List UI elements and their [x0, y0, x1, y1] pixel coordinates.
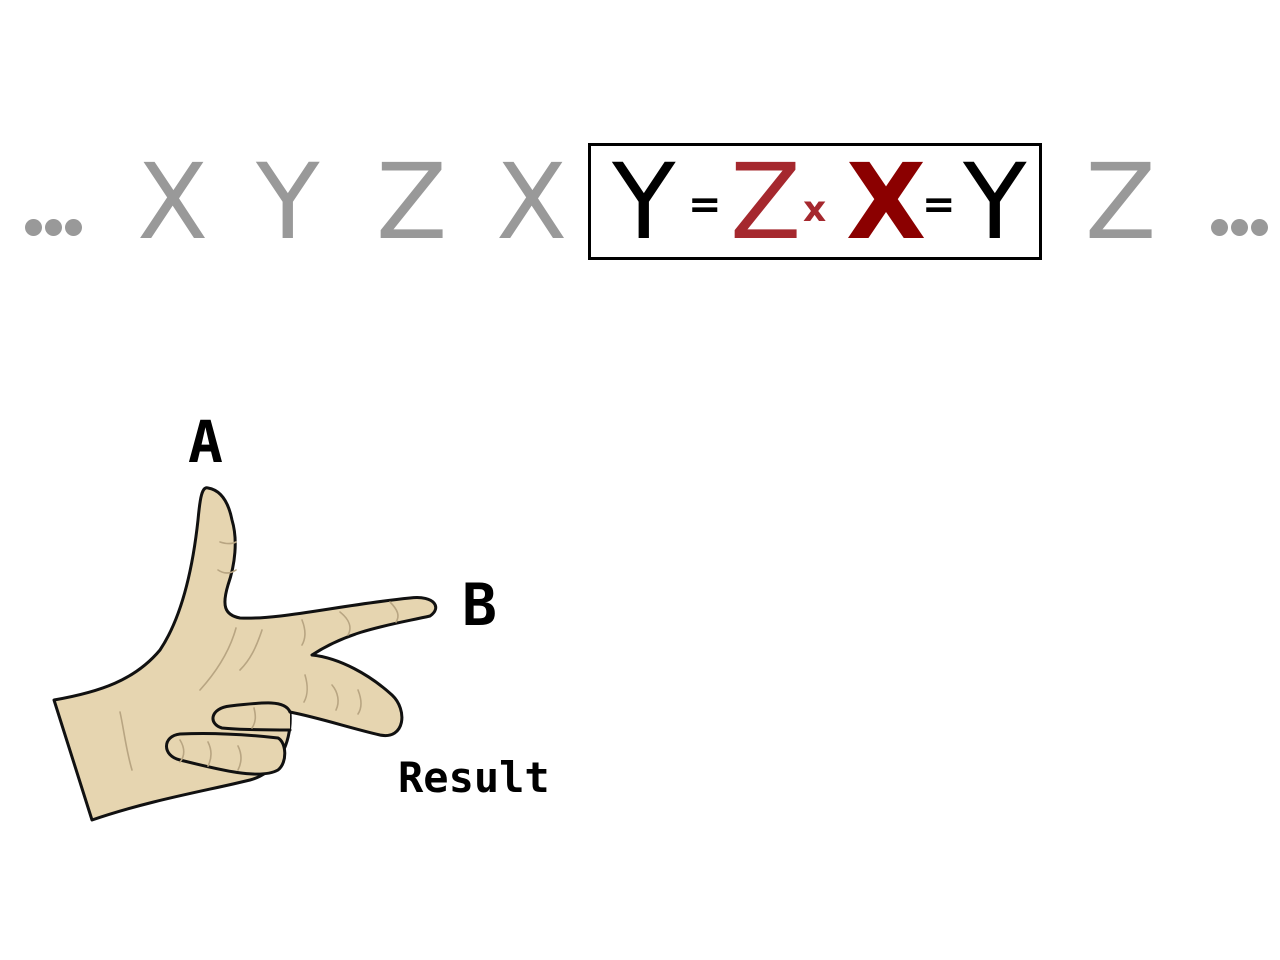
sequence-letter: Z — [376, 141, 448, 263]
sequence-letter: X — [496, 141, 568, 263]
formula-box — [588, 143, 1042, 260]
sequence-letter: Y — [256, 141, 320, 263]
left-ellipsis — [25, 219, 82, 236]
label-result: Result — [398, 753, 550, 802]
right-ellipsis — [1211, 219, 1268, 236]
sequence-letter: Z — [1085, 141, 1157, 263]
formula-operand-b: X — [846, 141, 927, 263]
formula-result-left: Y — [612, 141, 676, 263]
formula-equals-1: = — [688, 182, 722, 228]
sequence-letter: X — [137, 141, 209, 263]
hand-illustration — [52, 486, 438, 822]
formula-equals-2: = — [922, 182, 956, 228]
formula-result-right: Y — [963, 141, 1027, 263]
formula-operand-a: Z — [730, 141, 802, 263]
formula-times: x — [803, 189, 827, 230]
label-b: B — [462, 571, 497, 639]
label-a: A — [188, 408, 223, 476]
